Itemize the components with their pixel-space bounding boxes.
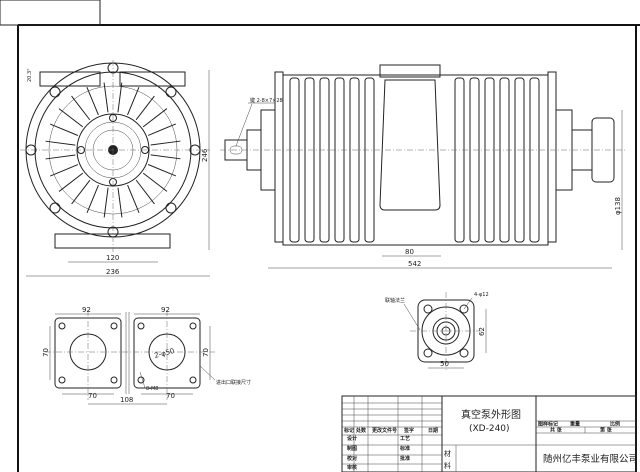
cooling-fin xyxy=(135,95,155,121)
cooling-fin xyxy=(135,179,155,205)
company-name: 随州亿丰泵业有限公司 xyxy=(543,453,638,465)
dim-70-right: 70 xyxy=(166,392,175,400)
cooling-rib xyxy=(304,77,315,243)
dim-70-left: 70 xyxy=(88,392,97,400)
stage-header: 图样标记 xyxy=(538,421,558,428)
rev-header-date: 日期 xyxy=(428,427,438,434)
title-block: 图样标记 重量 比例 共 张 第 张 真空泵外形图 (XD-240) 随州亿丰泵… xyxy=(341,395,638,472)
cooling-fin xyxy=(127,86,140,116)
bolt-head xyxy=(49,202,61,214)
dim-92-left: 92 xyxy=(82,306,91,314)
dim-70-left-v: 70 xyxy=(42,348,50,357)
bolt-head xyxy=(165,202,177,214)
cooling-fin xyxy=(103,187,109,218)
cooling-fin xyxy=(142,108,168,128)
bolt-head xyxy=(165,86,177,98)
cooling-rib xyxy=(289,77,300,243)
hole-label: 4-φ12 xyxy=(474,292,489,298)
sign-draw: 制图 xyxy=(347,445,357,452)
sign-check: 校对 xyxy=(347,455,357,462)
inner-bolt xyxy=(109,114,117,122)
cooling-fin xyxy=(117,187,123,218)
flange-label: 联轴法兰 xyxy=(385,297,405,304)
cooling-rib xyxy=(454,77,465,243)
sign-standard: 标准 xyxy=(399,445,410,452)
cooling-fin xyxy=(58,108,84,128)
cooling-fin xyxy=(45,140,76,146)
dim-542: 542 xyxy=(408,260,421,268)
dim-236: 236 xyxy=(106,268,120,276)
dim-50: 50 xyxy=(440,360,449,368)
cooling-fin xyxy=(150,154,181,160)
sign-review: 审核 xyxy=(347,464,357,471)
dim-92-right: 92 xyxy=(161,306,170,314)
rev-header-sign: 签字 xyxy=(403,427,414,434)
cooling-rib xyxy=(484,77,495,243)
dim-108: 108 xyxy=(120,396,133,404)
cooling-rib xyxy=(469,77,480,243)
cooling-fin xyxy=(147,164,177,177)
rev-header-mark: 标记 xyxy=(343,427,354,434)
key-label: 键 2-8×7×28 xyxy=(250,97,283,104)
cooling-fin xyxy=(71,179,91,205)
port-note: 进出口联接尺寸 xyxy=(216,379,251,386)
front-view: 120 236 246 20.3° xyxy=(20,60,210,277)
dim-angle: 20.3° xyxy=(27,68,33,82)
cooling-fin xyxy=(71,95,91,121)
cooling-fin xyxy=(50,164,79,177)
sign-process: 工艺 xyxy=(400,435,410,442)
shaft-flange: 联轴法兰 4-φ12 62 50 xyxy=(385,292,489,370)
weight-header: 重量 xyxy=(570,421,580,428)
cooling-rib xyxy=(349,77,360,243)
cooling-fin xyxy=(86,184,99,214)
cooling-rib xyxy=(514,77,525,243)
sign-approve: 批准 xyxy=(400,455,410,462)
cooling-fin xyxy=(86,87,99,116)
dim-138: φ138 xyxy=(614,197,622,215)
bolt-label: 8-M8 xyxy=(146,386,158,392)
cooling-fin xyxy=(58,172,84,192)
dim-62: 62 xyxy=(478,327,486,336)
cooling-fin xyxy=(45,154,76,160)
material-label: 材 xyxy=(444,449,451,458)
dim-80: 80 xyxy=(405,248,414,256)
cooling-fin xyxy=(147,123,176,136)
sheet-number: 第 张 xyxy=(600,427,613,434)
cooling-rib xyxy=(319,77,330,243)
rev-header-doc: 更改文件号 xyxy=(372,427,397,434)
cooling-fin xyxy=(142,172,168,192)
material-label-2: 料 xyxy=(444,461,451,470)
dim-70-right-v: 70 xyxy=(202,348,210,357)
cooling-fin xyxy=(103,82,109,113)
drawing-title: 真空泵外形图 xyxy=(461,408,521,421)
rev-header-count: 处数 xyxy=(355,427,367,434)
scale-header: 比例 xyxy=(610,421,620,428)
cooling-fin xyxy=(117,82,123,113)
model-number: (XD-240) xyxy=(469,424,510,434)
cooling-fin xyxy=(127,184,140,213)
cooling-rib xyxy=(529,77,540,243)
port-flanges: 92 92 70 70 70 70 108 2-φ50 8-M8 进出口联接尺寸 xyxy=(42,306,251,405)
sign-design: 设计 xyxy=(347,435,357,442)
cooling-rib xyxy=(334,77,345,243)
cooling-rib xyxy=(499,77,510,243)
side-view: 键 2-8×7×28 80 542 φ138 xyxy=(220,64,625,269)
sheet-total: 共 张 xyxy=(550,427,563,434)
cooling-fin xyxy=(150,140,181,146)
cooling-rib xyxy=(364,77,375,243)
dim-120: 120 xyxy=(106,254,119,262)
bolt-head xyxy=(49,86,61,98)
cooling-fin xyxy=(49,123,79,136)
bore-label: 2-φ50 xyxy=(153,347,175,360)
dim-246: 246 xyxy=(201,148,209,162)
